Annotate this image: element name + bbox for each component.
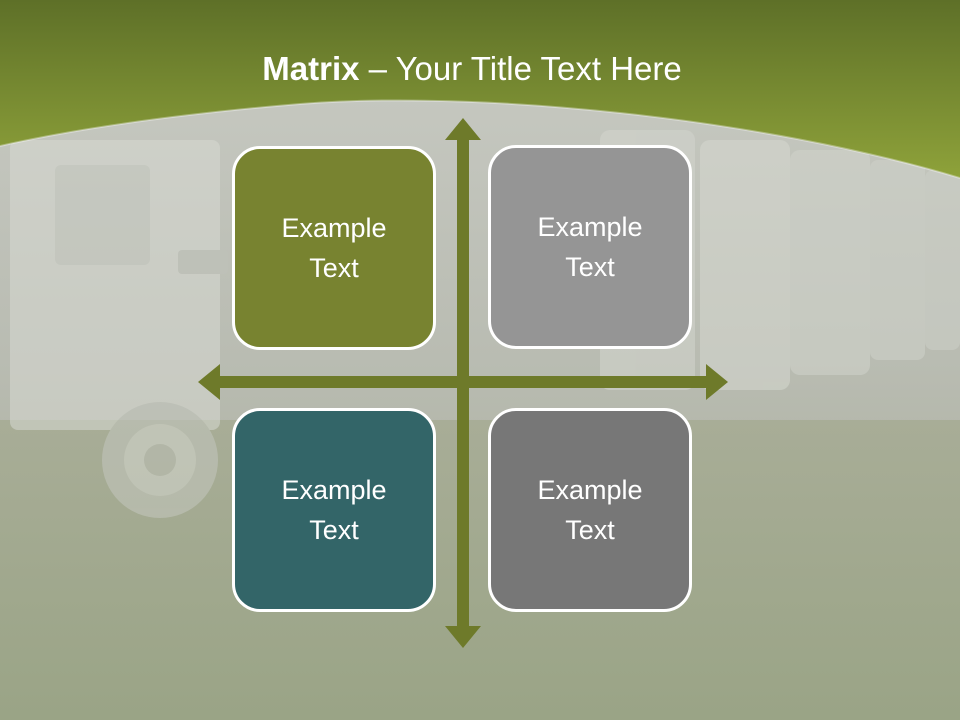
header-band <box>0 0 960 179</box>
matrix-cell-bottom-left: Example Text <box>232 408 436 612</box>
slide-title: Matrix – Your Title Text Here <box>0 46 944 92</box>
matrix-cell-top-right: Example Text <box>488 145 692 349</box>
arrow-left-icon <box>198 364 220 400</box>
arrow-up-icon <box>445 118 481 140</box>
cell-text: Example Text <box>281 213 387 283</box>
title-rest: – Your Title Text Here <box>359 50 682 87</box>
title-bold: Matrix <box>262 50 360 87</box>
cell-text: Example Text <box>281 475 387 545</box>
matrix-cell-top-left: Example Text <box>232 146 436 350</box>
matrix-cell-bottom-right: Example Text <box>488 408 692 612</box>
arrow-down-icon <box>445 626 481 648</box>
arrow-right-icon <box>706 364 728 400</box>
cell-text: Example Text <box>537 212 643 282</box>
cell-text: Example Text <box>537 475 643 545</box>
horizontal-axis <box>214 376 712 388</box>
